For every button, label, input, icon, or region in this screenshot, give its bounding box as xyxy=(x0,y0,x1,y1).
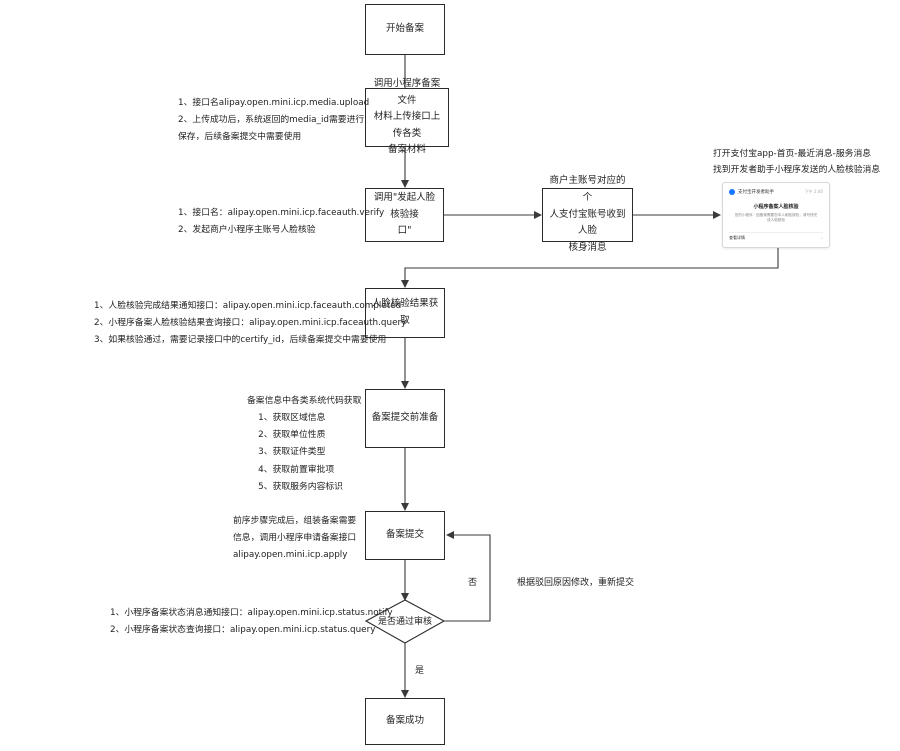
message-sender: 支付宝开发者助手 xyxy=(738,190,774,195)
node-success: 备案成功 xyxy=(365,698,445,745)
arrow-decision-no xyxy=(444,531,491,622)
node-submit: 备案提交 xyxy=(365,511,445,560)
node-start: 开始备案 xyxy=(365,4,445,55)
note-face-verify: 1、接口名：alipay.open.mini.icp.faceauth.veri… xyxy=(178,208,385,236)
arrow-card-result xyxy=(401,248,779,288)
label-no: 否 xyxy=(468,578,478,588)
label-retry: 根据驳回原因修改，重新提交 xyxy=(517,578,635,588)
note-upload: 1、接口名alipay.open.mini.icp.media.upload 2… xyxy=(178,98,370,143)
message-title: 小程序备案人脸核验 xyxy=(753,204,799,210)
note-alipay-app: 打开支付宝app-首页-最近消息-服务消息 找到开发者助手小程序发送的人脸核验消… xyxy=(713,149,881,176)
node-decision-label: 是否通过审核 xyxy=(377,617,432,627)
avatar-icon xyxy=(729,189,735,195)
node-face-verify: 调用"发起人脸核验接 口" xyxy=(365,188,444,242)
message-time: 下午 2:40 xyxy=(804,189,823,194)
node-merchant-message: 商户主账号对应的个 人支付宝账号收到人脸 核身消息 xyxy=(542,175,633,253)
note-prepare: 备案信息中各类系统代码获取 1、获取区域信息 2、获取单位性质 3、获取证件类型… xyxy=(247,396,362,492)
note-decision: 1、小程序备案状态消息通知接口：alipay.open.mini.icp.sta… xyxy=(110,608,393,636)
label-yes: 是 xyxy=(415,666,425,676)
message-divider xyxy=(729,232,823,233)
message-body: 您的小程序 · 因备案需要您本人刷脸核验，请尽快完成人脸核验 xyxy=(734,213,818,223)
node-upload: 调用小程序备案文件 材料上传接口上传各类 备案材料 xyxy=(365,78,449,155)
node-prepare: 备案提交前准备 xyxy=(365,389,445,448)
message-action: 查看详情 xyxy=(729,235,745,240)
note-submit: 前序步骤完成后，组装备案需要 信息，调用小程序申请备案接口 alipay.ope… xyxy=(233,516,357,561)
note-face-result: 1、人脸核验完成结果通知接口：alipay.open.mini.icp.face… xyxy=(94,301,407,346)
message-card-screenshot: 支付宝开发者助手 下午 2:40 小程序备案人脸核验 您的小程序 · 因备案需要… xyxy=(722,182,830,248)
decision-diamond xyxy=(364,599,446,644)
node-face-result: 人脸核验结果获取 xyxy=(365,288,445,338)
chevron-right-icon: › xyxy=(821,236,823,242)
